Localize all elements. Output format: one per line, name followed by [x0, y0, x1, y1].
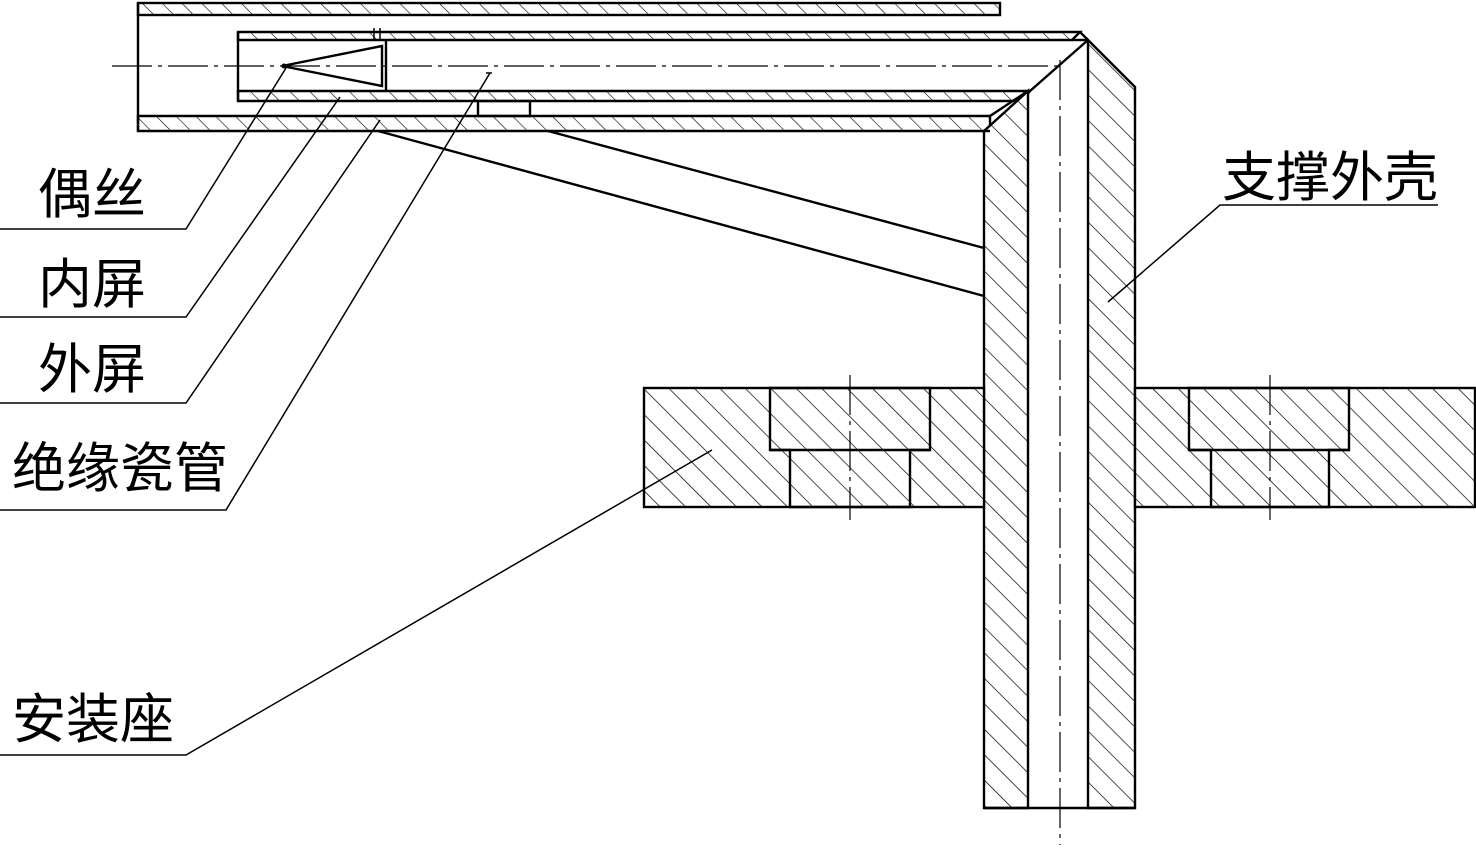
mounting-base — [642, 386, 1476, 509]
right-bolt-hole — [1187, 386, 1351, 509]
leader-thermocouple-wire — [0, 67, 287, 230]
leader-ceramic-tube — [0, 72, 491, 511]
leader-outer-shield — [0, 119, 381, 404]
center-lines — [112, 60, 1271, 845]
leader-lines — [0, 67, 1438, 756]
labels: 偶丝 内屏 外屏 绝缘瓷管 安装座 支撑外壳 — [12, 146, 1438, 751]
label-mounting-base: 安装座 — [12, 688, 174, 751]
outer-shield-tube — [136, 1, 1002, 133]
inner-shield-tube — [236, 30, 1083, 103]
ceramic-tube — [373, 28, 532, 118]
label-outer-shield: 外屏 — [38, 338, 146, 401]
leader-support-shell — [1107, 204, 1438, 303]
label-inner-shield: 内屏 — [38, 253, 146, 316]
leader-mounting-base — [0, 449, 713, 756]
label-thermocouple-wire: 偶丝 — [38, 163, 146, 226]
support-shell — [982, 31, 1137, 810]
leader-inner-shield — [0, 96, 341, 318]
brace-strut — [377, 129, 985, 298]
label-ceramic-tube: 绝缘瓷管 — [12, 437, 228, 500]
label-support-shell: 支撑外壳 — [1222, 146, 1438, 209]
